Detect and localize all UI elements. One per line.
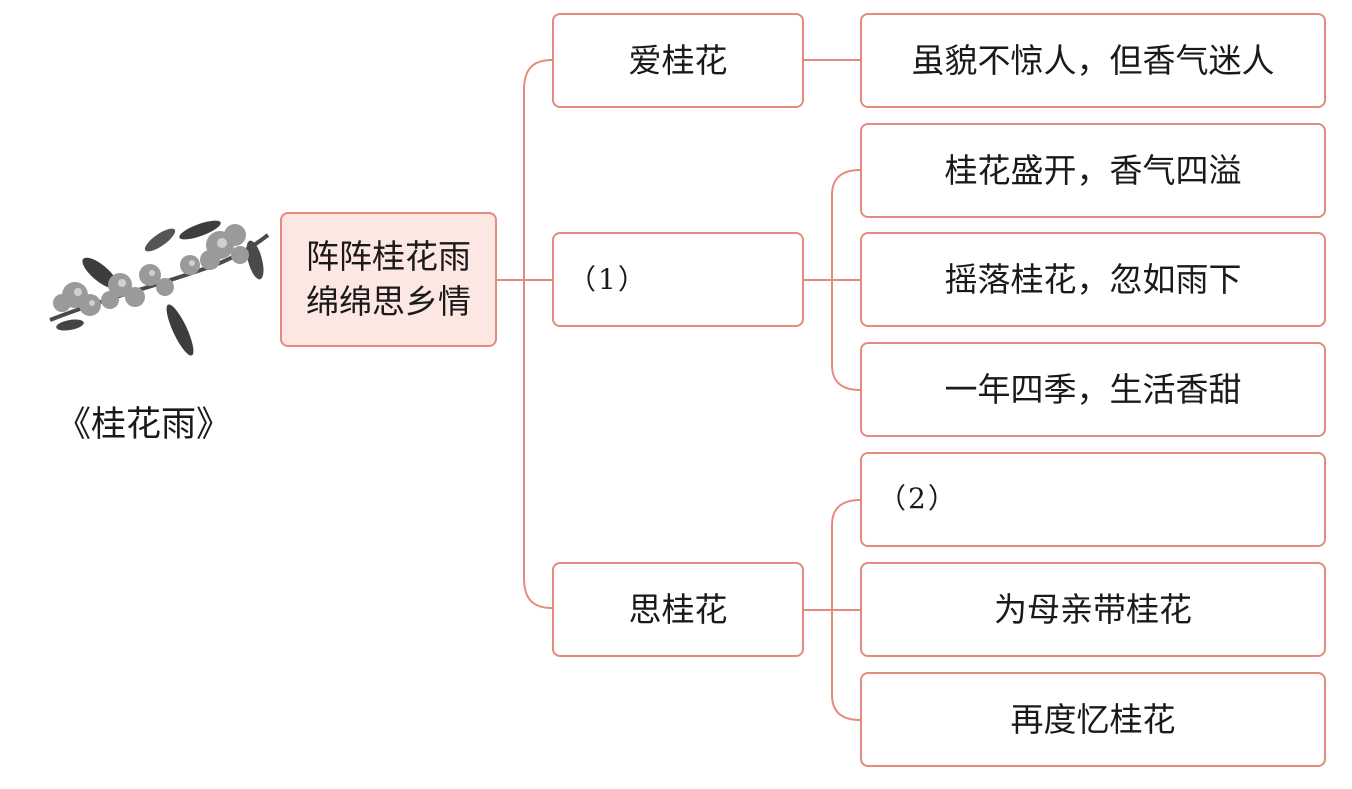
detail-blank1-3: 一年四季，生活香甜 xyxy=(860,342,1326,437)
node-miss: 思桂花 xyxy=(552,562,804,657)
root-node: 阵阵桂花雨 绵绵思乡情 xyxy=(280,212,497,347)
detail-blank1-3-text: 一年四季，生活香甜 xyxy=(944,369,1242,409)
detail-blank1-2-text: 摇落桂花，忽如雨下 xyxy=(944,259,1242,299)
detail-love-text: 虽貌不惊人，但香气迷人 xyxy=(911,40,1275,80)
detail-miss-3-text: 再度忆桂花 xyxy=(1010,699,1176,739)
book-title: 《桂花雨》 xyxy=(56,405,232,445)
detail-miss-1[interactable]: （2） xyxy=(860,452,1326,547)
detail-miss-3: 再度忆桂花 xyxy=(860,672,1326,767)
node-miss-label: 思桂花 xyxy=(628,589,728,629)
node-love: 爱桂花 xyxy=(552,13,804,108)
root-line-1: 阵阵桂花雨 xyxy=(306,236,471,276)
node-love-label: 爱桂花 xyxy=(628,40,728,80)
root-line-2: 绵绵思乡情 xyxy=(306,281,471,321)
detail-miss-1-text: （2） xyxy=(878,482,958,515)
detail-miss-2: 为母亲带桂花 xyxy=(860,562,1326,657)
detail-miss-2-text: 为母亲带桂花 xyxy=(994,589,1192,629)
detail-blank1-1: 桂花盛开，香气四溢 xyxy=(860,123,1326,218)
detail-blank1-2: 摇落桂花，忽如雨下 xyxy=(860,232,1326,327)
osmanthus-branch-illustration xyxy=(49,220,270,356)
node-blank-1[interactable]: （1） xyxy=(552,232,804,327)
node-blank-1-label: （1） xyxy=(568,262,648,296)
detail-blank1-1-text: 桂花盛开，香气四溢 xyxy=(944,150,1242,190)
connector-trunk-1 xyxy=(523,59,553,609)
detail-love: 虽貌不惊人，但香气迷人 xyxy=(860,13,1326,108)
